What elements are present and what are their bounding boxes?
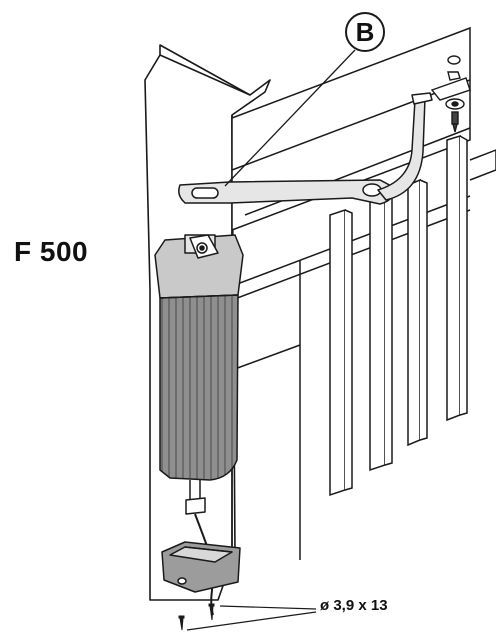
screw-spec-label: ø 3,9 x 13 [320, 597, 388, 614]
gate-bracket [430, 55, 471, 133]
callout-letter: B [356, 17, 375, 47]
callout-b: B [224, 12, 385, 187]
washer-icon [447, 55, 461, 65]
operator-arm [178, 92, 433, 205]
callout-leader [224, 49, 356, 187]
junction-box [161, 541, 241, 593]
screw-icon [208, 603, 215, 621]
screw-icon [178, 615, 185, 631]
gate-panel [231, 26, 471, 560]
screw-leader-lines [186, 605, 317, 631]
model-label: F 500 [14, 236, 89, 267]
motor-unit [154, 234, 244, 515]
screw-icon [451, 111, 459, 133]
